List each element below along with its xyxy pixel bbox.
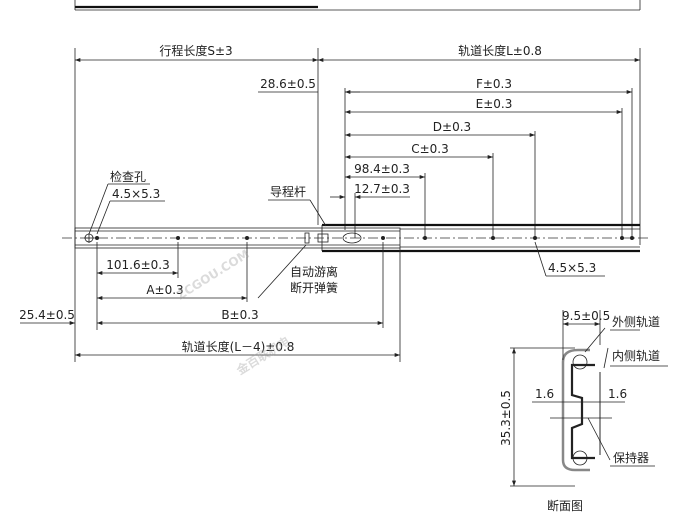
dim-12-7: 12.7±0.3 [354, 182, 410, 196]
cross-section-view [510, 310, 668, 487]
dim-101-6: 101.6±0.3 [106, 258, 170, 272]
dim-E: E±0.3 [476, 97, 513, 111]
section-width-dim: 9.5±0.5 [562, 309, 610, 323]
dim-28-6: 28.6±0.5 [260, 77, 316, 91]
inner-rail-label: 内侧轨道 [612, 349, 660, 363]
release-spring-label-2: 断开弹簧 [290, 280, 338, 295]
hole-size-right: 4.5×5.3 [548, 261, 596, 275]
section-height-dim: 35.3±0.5 [499, 390, 513, 446]
thickness-right: 1.6 [608, 387, 627, 401]
dim-98-4: 98.4±0.3 [354, 162, 410, 176]
inspection-hole-size: 4.5×5.3 [112, 187, 160, 201]
release-spring-label-1: 自动游离 [290, 264, 338, 279]
svg-text:ZCGOU.COM: ZCGOU.COM [174, 247, 252, 303]
top-view-fragment [74, 0, 641, 11]
slide-rail-side-view [62, 223, 650, 253]
lead-rod-label: 导程杆 [270, 184, 306, 199]
dim-A: A±0.3 [146, 283, 183, 297]
outer-rail-label: 外侧轨道 [612, 315, 660, 329]
inner-rail-length: 轨道长度(L－4)±0.8 [182, 339, 295, 354]
dim-D: D±0.3 [433, 120, 471, 134]
dim-B: B±0.3 [221, 308, 258, 322]
stroke-length-label: 行程长度S±3 [159, 43, 232, 58]
section-title: 断面图 [547, 498, 583, 513]
dim-25-4: 25.4±0.5 [19, 308, 75, 322]
dim-C: C±0.3 [411, 142, 449, 156]
dim-F: F±0.3 [476, 77, 512, 91]
retainer-label: 保持器 [613, 450, 649, 465]
rail-length-label: 轨道长度L±0.8 [458, 43, 542, 58]
thickness-left: 1.6 [535, 387, 554, 401]
inspection-hole-label: 检查孔 [110, 169, 146, 184]
